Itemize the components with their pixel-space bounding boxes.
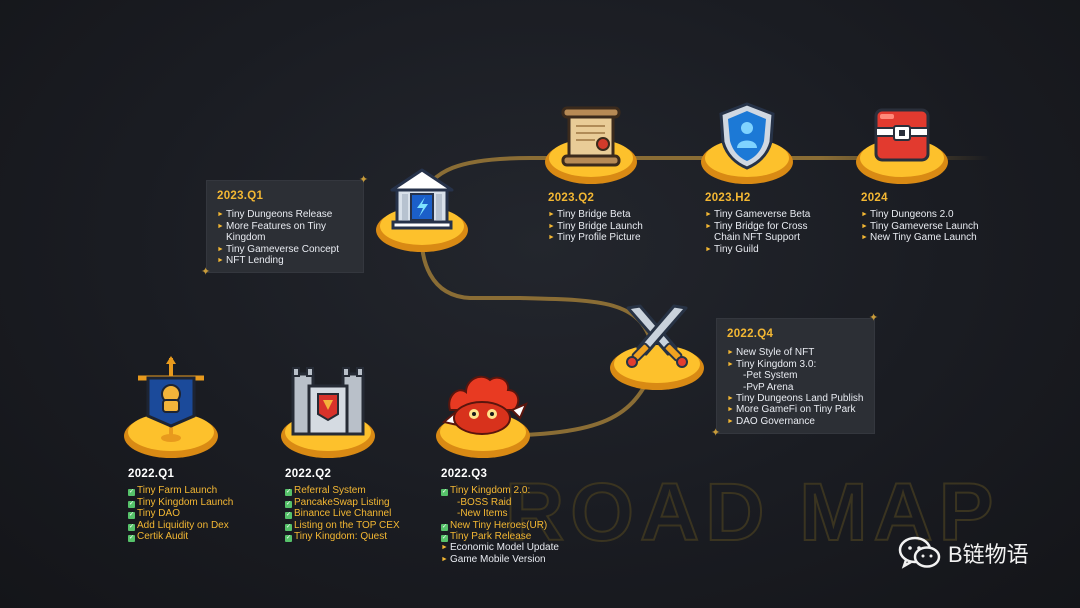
milestone-title: 2022.Q1 (128, 468, 175, 480)
milestone-item: ►New Style of NFT (727, 347, 815, 359)
milestone-item: ►Tiny Bridge Beta (548, 209, 631, 221)
check-icon: ✓ (128, 512, 135, 520)
milestone-subitem: -PvP Arena (743, 381, 794, 393)
check-icon: ✓ (285, 512, 292, 520)
check-icon: ✓ (285, 500, 292, 508)
check-icon: ✓ (128, 535, 135, 543)
milestone-item-done: ✓Tiny DAO (128, 508, 180, 520)
check-icon: ✓ (128, 523, 135, 531)
milestone-title: 2023.Q1 (217, 190, 264, 202)
milestone-item: ►Tiny Bridge Launch (548, 220, 643, 232)
crossed-swords-icon (626, 304, 688, 368)
milestone-2022-q1: 2022.Q1 ✓Tiny Farm Launch ✓Tiny Kingdom … (128, 468, 234, 543)
dragon-icon (441, 375, 528, 435)
shield-node (701, 102, 793, 191)
milestone-title: 2023.H2 (705, 192, 751, 204)
milestone-item: ►Tiny Kingdom 3.0: (727, 358, 817, 370)
milestone-subitem: -BOSS Raid (457, 496, 512, 508)
check-icon: ✓ (128, 500, 135, 508)
milestone-item-done: ✓Binance Live Channel (285, 508, 392, 520)
milestone-item: ►Tiny Gameverse Concept (217, 243, 340, 255)
milestone-2022-q4: 2022.Q4 ►New Style of NFT ►Tiny Kingdom … (716, 318, 875, 434)
milestone-subitem: -New Items (457, 508, 508, 520)
milestone-title: 2022.Q4 (727, 328, 774, 340)
bank-icon (390, 168, 454, 230)
milestone-item-done: ✓Tiny Kingdom Launch (128, 496, 234, 508)
check-icon: ✓ (441, 523, 448, 531)
milestone-item-done: ✓PancakeSwap Listing (285, 496, 390, 508)
check-icon: ✓ (285, 535, 292, 543)
milestone-item: ►Game Mobile Version (441, 553, 546, 565)
chest-node (856, 104, 948, 191)
bank-node (376, 168, 468, 259)
check-icon: ✓ (285, 489, 292, 497)
check-icon: ✓ (285, 523, 292, 531)
check-icon: ✓ (128, 489, 135, 497)
milestone-item-done: ✓New Tiny Heroes(UR) (441, 519, 548, 531)
milestone-item: ►Tiny Dungeons 2.0 (861, 209, 954, 221)
castle-icon (291, 367, 365, 436)
milestone-item-done: ✓Tiny Kingdom 2.0: (441, 485, 531, 497)
milestone-2022-q3: 2022.Q3 ✓Tiny Kingdom 2.0: -BOSS Raid -N… (441, 468, 559, 565)
scroll-icon (561, 106, 621, 167)
milestone-item: ►Tiny Bridge for Cross (705, 220, 808, 232)
milestone-2023-h2: 2023.H2 ►Tiny Gameverse Beta ►Tiny Bridg… (705, 192, 811, 255)
milestone-2023-q2: 2023.Q2 ►Tiny Bridge Beta ►Tiny Bridge L… (548, 192, 643, 244)
milestone-item: ►Economic Model Update (441, 542, 559, 554)
milestone-2024: 2024 ►Tiny Dungeons 2.0 ►Tiny Gameverse … (861, 192, 979, 244)
roadmap-watermark: ROAD MAP (505, 467, 999, 558)
swords-node (610, 302, 704, 397)
milestone-2023-q1: 2023.Q1 ►Tiny Dungeons Release ►More Fea… (206, 180, 364, 273)
shield-icon (719, 102, 775, 170)
corner-plus-icon: ✦ (359, 174, 369, 186)
milestone-item-done: ✓Add Liquidity on Dex (128, 519, 229, 531)
milestone-item-done: ✓Listing on the TOP CEX (285, 519, 400, 531)
milestone-subitem: -Pet System (743, 370, 798, 382)
milestone-title: 2024 (861, 192, 888, 204)
milestone-item: ►Tiny Guild (705, 243, 759, 255)
milestone-title: 2022.Q3 (441, 468, 488, 480)
scroll-node (545, 104, 637, 191)
milestone-item-done: ✓Referral System (285, 485, 366, 497)
account-name: B链物语 (948, 542, 1029, 567)
corner-plus-icon: ✦ (201, 266, 211, 278)
wechat-icon (898, 536, 941, 569)
milestone-item: ►Tiny Gameverse Beta (705, 209, 811, 221)
banner-node (124, 356, 218, 465)
milestone-title: 2023.Q2 (548, 192, 595, 204)
milestone-item-continued: Kingdom (226, 232, 266, 244)
milestone-item-done: ✓Tiny Kingdom: Quest (285, 531, 388, 543)
milestone-item: ►Tiny Dungeons Release (217, 209, 333, 221)
check-icon: ✓ (441, 489, 448, 497)
milestone-item: ►Tiny Profile Picture (548, 232, 641, 244)
dragon-node (436, 370, 530, 465)
milestone-item-continued: Chain NFT Support (714, 232, 800, 244)
check-icon: ✓ (441, 535, 448, 543)
chest-icon (874, 108, 930, 162)
milestone-item: ►More GameFi on Tiny Park (727, 404, 856, 416)
milestone-item-done: ✓Tiny Park Release (441, 531, 532, 543)
milestone-item: ►More Features on Tiny (217, 220, 327, 232)
milestone-item: ►Tiny Dungeons Land Publish (727, 393, 864, 405)
milestone-item-done: ✓Tiny Farm Launch (128, 485, 218, 497)
corner-plus-icon: ✦ (711, 427, 721, 439)
milestone-item: ►NFT Lending (217, 255, 284, 267)
milestone-2022-q2: 2022.Q2 ✓Referral System ✓PancakeSwap Li… (285, 468, 400, 543)
milestone-item: ►New Tiny Game Launch (861, 232, 977, 244)
banner-icon (138, 356, 204, 442)
corner-plus-icon: ✦ (869, 312, 879, 324)
milestone-title: 2022.Q2 (285, 468, 332, 480)
castle-node (281, 364, 375, 465)
milestone-item: ►DAO Governance (727, 415, 815, 427)
milestone-item-done: ✓Certik Audit (128, 531, 189, 543)
wechat-account-watermark: B链物语 (898, 536, 1029, 570)
milestone-item: ►Tiny Gameverse Launch (861, 220, 979, 232)
